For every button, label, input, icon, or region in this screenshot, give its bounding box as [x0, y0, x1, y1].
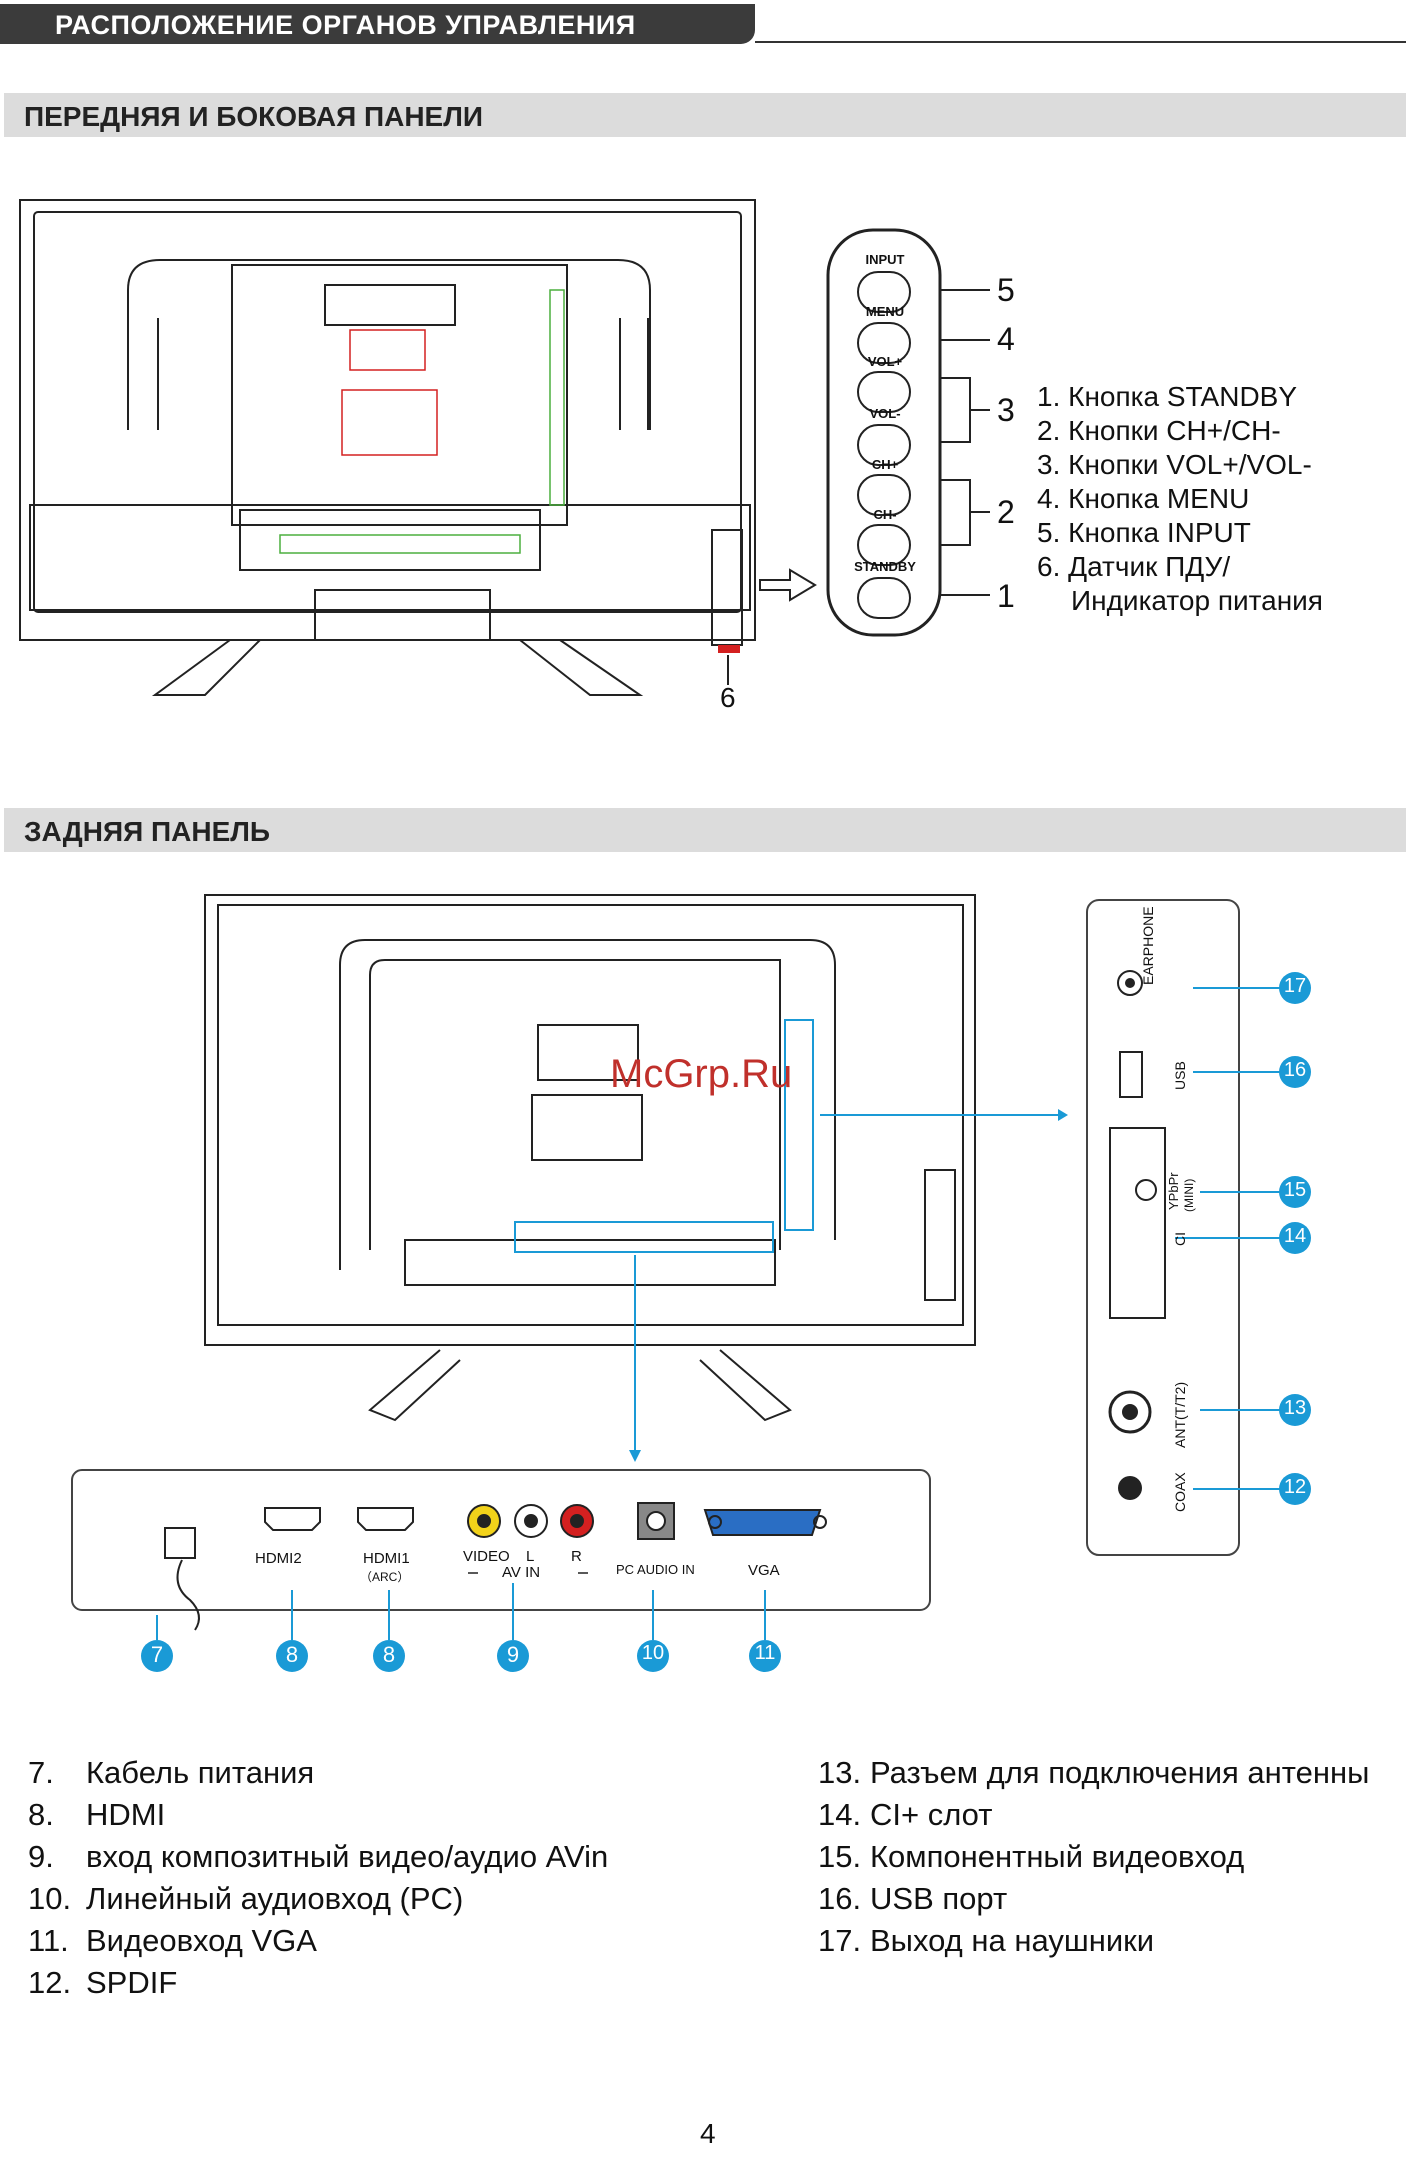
btn-label-menu: MENU: [865, 304, 905, 319]
list-item: 16.USB порт: [818, 1881, 1008, 1916]
badge-15: 15: [1283, 1179, 1307, 1201]
badge-10: 10: [641, 1642, 665, 1664]
usb-port: [1119, 1051, 1143, 1098]
rear-tv-diagram: [204, 894, 976, 1422]
list-item: 12.SPDIF: [28, 1965, 178, 2000]
badge-13: 13: [1283, 1397, 1307, 1419]
list-left: 7.Кабель питания 8.HDMI 9.вход композитн…: [28, 1755, 608, 2007]
legend-item: Индикатор питания: [1071, 585, 1323, 616]
side-callout-badges: [1279, 972, 1311, 1505]
title-rule: [755, 41, 1406, 43]
label-ant: ANT(T/T2): [1172, 1381, 1188, 1448]
label-hdmi1: HDMI1: [363, 1550, 410, 1567]
badge-17: 17: [1283, 975, 1307, 997]
btn-label-chplus: CH+: [871, 457, 899, 472]
list-item: 14.CI+ слот: [818, 1797, 993, 1832]
label-coax: COAX: [1172, 1472, 1188, 1512]
callout-5: 5: [997, 272, 1015, 308]
list-item: 8.HDMI: [28, 1797, 166, 1832]
btn-label-volminus: VOL-: [869, 406, 901, 421]
btn-label-volplus: VOL+: [867, 354, 903, 369]
bottom-port-panel: [71, 1469, 931, 1611]
legend-item: 1. Кнопка STANDBY: [1037, 381, 1298, 412]
front-tv-green-outlines: [279, 289, 565, 554]
badge-8a: 8: [285, 1642, 299, 1667]
label-av-in: AV IN: [502, 1564, 541, 1581]
badge-16: 16: [1283, 1059, 1307, 1081]
callout-3: 3: [997, 392, 1015, 428]
btn-label-standby: STANDBY: [854, 559, 916, 574]
side-arrow: [759, 568, 817, 602]
front-legend: 1. Кнопка STANDBY 2. Кнопки CH+/CH- 3. К…: [1037, 380, 1323, 618]
label-l: L: [526, 1548, 535, 1565]
callout-6: 6: [720, 682, 736, 713]
side-buttons: [857, 271, 911, 619]
ci-slot: [1109, 1127, 1166, 1319]
section-rear-header: ЗАДНЯЯ ПАНЕЛЬ: [4, 808, 1406, 852]
bottom-callout-lines: [156, 1583, 766, 1640]
list-item: 7.Кабель питания: [28, 1755, 315, 1790]
power-cable-socket: [164, 1527, 196, 1559]
antenna-jack: [1108, 1390, 1152, 1434]
page-title-bar: РАСПОЛОЖЕНИЕ ОРГАНОВ УПРАВЛЕНИЯ: [0, 4, 755, 44]
list-item: 11.Видеовход VGA: [28, 1923, 317, 1958]
side-button-callouts: [940, 289, 990, 596]
label-usb: USB: [1172, 1061, 1188, 1090]
list-item: 10.Линейный аудиовход (PC): [28, 1881, 464, 1916]
watermark: McGrp.Ru: [610, 1052, 793, 1096]
power-cable: [176, 1559, 200, 1631]
label-ypbpr: YPbPr: [1166, 1172, 1181, 1210]
callout-4: 4: [997, 321, 1015, 357]
rca-jacks: [467, 1504, 594, 1538]
list-item: 9.вход композитный видео/аудио AVin: [28, 1839, 609, 1874]
label-hdmi2: HDMI2: [255, 1550, 302, 1567]
section-front-header: ПЕРЕДНЯЯ И БОКОВАЯ ПАНЕЛИ: [4, 93, 1406, 137]
side-button-strip: [826, 228, 942, 637]
btn-label-chminus: CH-: [873, 507, 897, 522]
vga-port: [703, 1509, 822, 1536]
legend-item: 5. Кнопка INPUT: [1037, 517, 1251, 548]
label-mini: (MINI): [1182, 1178, 1196, 1212]
page-title: РАСПОЛОЖЕНИЕ ОРГАНОВ УПРАВЛЕНИЯ: [55, 10, 636, 40]
label-vga: VGA: [748, 1562, 780, 1579]
ypbpr-jack: [1135, 1179, 1157, 1201]
earphone-jack: [1117, 970, 1143, 996]
badge-9: 9: [506, 1642, 520, 1667]
rear-tv-highlights: [514, 1019, 814, 1253]
legend-item: 6. Датчик ПДУ/: [1037, 551, 1231, 582]
legend-item: 3. Кнопки VOL+/VOL-: [1037, 449, 1312, 480]
list-right: 13.Разъем для подключения антенны 14.CI+…: [818, 1755, 1369, 1965]
bottom-callout-badges: [141, 1640, 781, 1672]
list-item: 15.Компонентный видеовход: [818, 1839, 1245, 1874]
badge-8b: 8: [382, 1642, 396, 1667]
callout-2: 2: [997, 494, 1015, 530]
section-front-title: ПЕРЕДНЯЯ И БОКОВАЯ ПАНЕЛИ: [24, 101, 483, 132]
side-callout-lines: [1175, 987, 1285, 1490]
list-item: 17.Выход на наушники: [818, 1923, 1155, 1958]
list-item: 13.Разъем для подключения антенны: [818, 1755, 1370, 1790]
hdmi-ports: [264, 1507, 414, 1531]
label-r: R: [571, 1548, 582, 1565]
front-tv-stickers: [341, 329, 438, 456]
page-number: 4: [700, 2118, 716, 2149]
coax-jack: [1118, 1476, 1142, 1500]
callout-1: 1: [997, 578, 1015, 614]
badge-7: 7: [150, 1642, 164, 1667]
label-earphone: EARPHONE: [1140, 906, 1156, 985]
btn-label-input: INPUT: [865, 252, 905, 267]
badge-14: 14: [1283, 1225, 1307, 1247]
legend-item: 4. Кнопка MENU: [1037, 483, 1250, 514]
badge-11: 11: [754, 1642, 776, 1664]
side-port-panel: [1086, 899, 1240, 1556]
section-rear-title: ЗАДНЯЯ ПАНЕЛЬ: [24, 816, 271, 847]
label-ci: CI: [1172, 1232, 1188, 1246]
ir-sensor-marker: [718, 645, 740, 653]
badge-12: 12: [1283, 1476, 1307, 1498]
legend-item: 2. Кнопки CH+/CH-: [1037, 415, 1281, 446]
label-pc-audio: PC AUDIO IN: [616, 1562, 695, 1577]
label-video: VIDEO: [463, 1548, 510, 1565]
label-arc: （ARC）: [360, 1570, 410, 1584]
front-tv-diagram: [19, 199, 756, 696]
